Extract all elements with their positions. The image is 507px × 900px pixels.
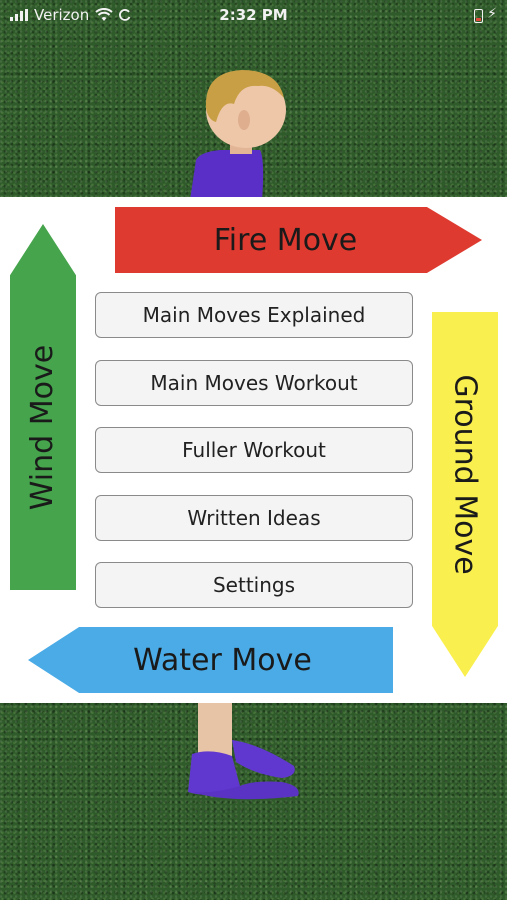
- carrier-name: Verizon: [34, 6, 90, 24]
- fuller-workout-button[interactable]: Fuller Workout: [95, 427, 413, 473]
- sync-icon: [119, 9, 131, 21]
- signal-bars-icon: [10, 9, 28, 21]
- status-bar: Verizon 2:32 PM ⚡: [0, 0, 507, 32]
- main-menu-panel: Fire Move Wind Move Ground Move Water Mo…: [0, 197, 507, 703]
- wifi-icon: [95, 8, 113, 21]
- charging-bolt-icon: ⚡: [487, 6, 497, 22]
- status-left: Verizon: [10, 6, 131, 24]
- written-ideas-button[interactable]: Written Ideas: [95, 494, 413, 541]
- ground-move-label: Ground Move: [447, 374, 483, 575]
- water-move-label: Water Move: [133, 642, 312, 678]
- ground-move-arrow[interactable]: Ground Move: [432, 312, 498, 677]
- wind-move-label: Wind Move: [25, 344, 61, 510]
- settings-button[interactable]: Settings: [95, 562, 413, 608]
- fire-move-label: Fire Move: [213, 222, 358, 258]
- wind-move-arrow[interactable]: Wind Move: [10, 224, 76, 590]
- character-upper-body: [190, 70, 286, 200]
- fire-move-arrow[interactable]: Fire Move: [115, 207, 482, 273]
- menu-list: Main Moves Explained Main Moves Workout …: [95, 292, 413, 630]
- status-time: 2:32 PM: [219, 6, 288, 24]
- main-moves-workout-button[interactable]: Main Moves Workout: [95, 359, 413, 406]
- main-moves-explained-button[interactable]: Main Moves Explained: [95, 292, 413, 338]
- character-legs: [188, 700, 299, 800]
- battery-icon: [474, 9, 483, 23]
- water-move-arrow[interactable]: Water Move: [28, 627, 393, 693]
